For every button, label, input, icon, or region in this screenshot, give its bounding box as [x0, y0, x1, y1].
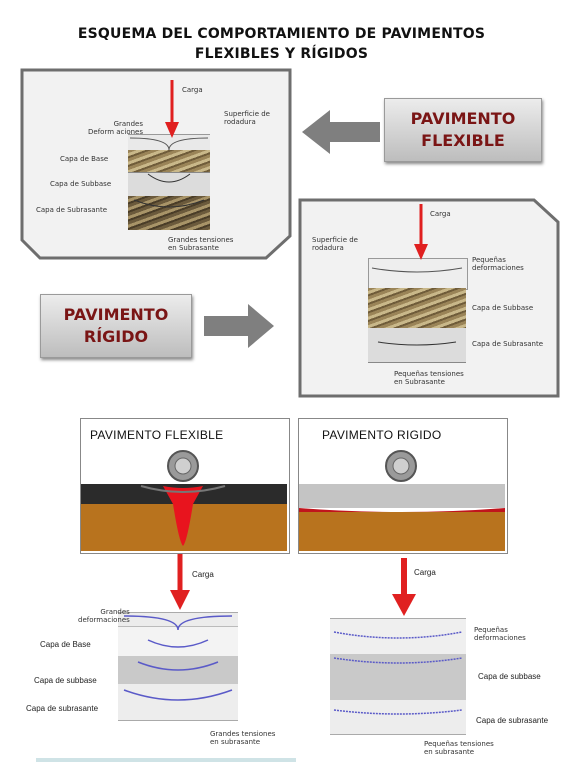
bottom-flexible-subbase-label: Capa de subbase: [34, 676, 97, 685]
gray-left-arrow-icon: [302, 110, 380, 154]
bottom-rigid-subgrade-layer: [330, 700, 466, 735]
rigid-button-line1: PAVIMENTO: [63, 305, 169, 324]
rigid-stress-label: Pequeñas tensiones en Subrasante: [394, 370, 464, 386]
flexible-surface-layer: [128, 134, 210, 151]
flexible-subbase-layer: [128, 172, 210, 197]
rigid-deformation-curves: [371, 267, 463, 346]
rigid-small-deformations-label: Pequeñas deformaciones: [472, 256, 524, 272]
rigid-button-line2: RÍGIDO: [83, 327, 149, 346]
bottom-flexible-subgrade-layer: [118, 684, 238, 721]
page-title-line2: FLEXIBLES Y RÍGIDOS: [194, 46, 369, 62]
rigid-load-arrow-icon: [414, 204, 428, 260]
bottom-rigid-subgrade-label: Capa de subrasante: [476, 716, 549, 725]
bottom-flexible-load-label: Carga: [192, 570, 214, 579]
flexible-base-label: Capa de Base: [60, 155, 109, 163]
bottom-rigid-stress-label: Pequeñas tensiones en subrasante: [424, 740, 494, 756]
rigid-load-label: Carga: [430, 210, 451, 218]
bottom-rigid-small-deformations-label: Pequeñas deformaciones: [474, 626, 526, 642]
gray-right-arrow-icon: [204, 304, 274, 348]
bottom-rigid-load-label: Carga: [414, 568, 436, 577]
bottom-flexible-stress-label: Grandes tensiones en subrasante: [210, 730, 276, 746]
rigid-subgrade-label: Capa de Subrasante: [472, 340, 544, 348]
bottom-rigid-subbase-layer: [330, 654, 466, 700]
rigid-pavement-button: PAVIMENTO RÍGIDO: [40, 294, 192, 358]
flexible-pavement-button: PAVIMENTO FLEXIBLE: [384, 98, 542, 162]
bottom-flexible-surface-layer: [118, 612, 238, 627]
flexible-panel-title: PAVIMENTO FLEXIBLE: [90, 428, 224, 442]
rigid-subbase-label: Capa de Subbase: [472, 304, 534, 312]
bottom-flexible-load-arrow-icon: [170, 554, 190, 610]
bottom-flexible-base-label: Capa de Base: [40, 640, 91, 649]
flexible-load-label: Carga: [182, 86, 203, 94]
rigid-surface-label: Superficie de rodadura: [312, 236, 358, 252]
flexible-button-line1: PAVIMENTO: [410, 109, 516, 128]
flexible-deformation-curves: [129, 137, 209, 208]
flexible-big-deformations-label: Grandes Deform aciones: [88, 120, 143, 136]
bottom-rigid-subbase-label: Capa de subbase: [478, 672, 541, 681]
bottom-flexible-base-layer: [118, 626, 238, 657]
rigid-panel-title: PAVIMENTO RIGIDO: [322, 428, 442, 442]
page-title-line1: ESQUEMA DEL COMPORTAMIENTO DE PAVIMENTOS: [77, 26, 486, 42]
flexible-panel-illustration: [81, 450, 287, 551]
flexible-subgrade-layer: [128, 196, 210, 230]
flexible-subbase-label: Capa de Subbase: [50, 180, 112, 188]
bottom-rigid-surface-layer: [330, 618, 466, 655]
flexible-surface-label: Superficie de rodadura: [224, 110, 270, 126]
flexible-subgrade-label: Capa de Subrasante: [36, 206, 108, 214]
rigid-base-layer: [368, 288, 466, 328]
rigid-panel-illustration: [299, 450, 505, 551]
flexible-stress-label: Grandes tensiones en Subrasante: [168, 236, 234, 252]
bottom-flexible-deformation-curves: [123, 615, 233, 701]
flexible-button-line2: FLEXIBLE: [421, 131, 505, 150]
flexible-load-arrow-icon: [165, 80, 179, 138]
bottom-rigid-load-arrow-icon: [392, 558, 416, 616]
bottom-strip: [36, 758, 296, 762]
bottom-flexible-big-deformations-label: Grandes deformaciones: [78, 608, 130, 624]
bottom-rigid-deformation-curves: [333, 631, 463, 715]
bottom-flexible-subgrade-label: Capa de subrasante: [26, 704, 99, 713]
flexible-base-layer: [128, 150, 210, 172]
